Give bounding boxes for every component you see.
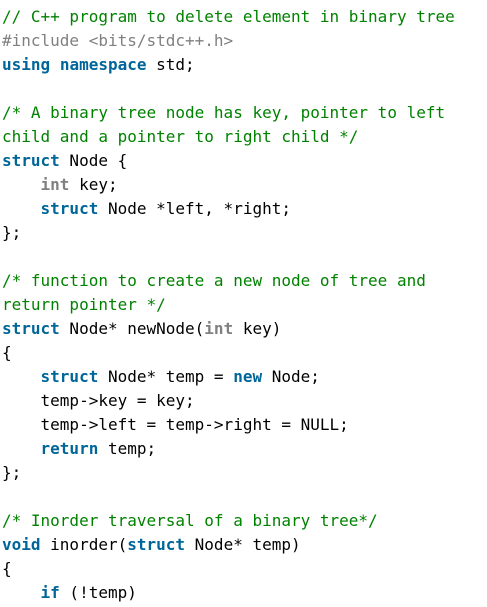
code-token-keyword: using: [2, 55, 51, 74]
code-line: [2, 245, 487, 269]
code-line: using namespace std;: [2, 53, 487, 77]
code-line: /* function to create a new node of tree…: [2, 269, 487, 293]
code-line: {: [2, 557, 487, 581]
code-token-preprocessor: #include <bits/stdc++.h>: [2, 31, 234, 50]
code-line: {: [2, 341, 487, 365]
code-token-comment: child and a pointer to right child */: [2, 127, 359, 146]
code-line: // C++ program to delete element in bina…: [2, 5, 487, 29]
code-token-plain: [50, 55, 60, 74]
code-line: struct Node *left, *right;: [2, 197, 487, 221]
code-token-keyword: void: [2, 535, 41, 554]
code-token-plain: std;: [146, 55, 195, 74]
code-token-plain: [2, 175, 41, 194]
code-line: };: [2, 221, 487, 245]
code-line: return temp;: [2, 437, 487, 461]
code-line: struct Node* newNode(int key): [2, 317, 487, 341]
code-token-plain: Node* newNode(: [59, 319, 205, 338]
code-token-plain: temp->key = key;: [2, 391, 195, 410]
code-token-plain: Node;: [262, 367, 320, 386]
code-line: /* A binary tree node has key, pointer t…: [2, 101, 487, 125]
code-token-keyword: struct: [2, 319, 60, 338]
code-token-plain: Node* temp =: [98, 367, 234, 386]
code-token-keyword: namespace: [59, 55, 147, 74]
code-token-keyword: new: [233, 367, 263, 386]
code-token-plain: };: [2, 463, 22, 482]
code-token-type: int: [204, 319, 234, 338]
code-line: if (!temp): [2, 581, 487, 605]
code-line: temp->left = temp->right = NULL;: [2, 413, 487, 437]
code-line: [2, 485, 487, 509]
code-token-keyword: struct: [40, 199, 99, 218]
code-token-comment: return pointer */: [2, 295, 166, 314]
code-token-keyword: struct: [40, 367, 99, 386]
code-token-comment: /* Inorder traversal of a binary tree*/: [2, 511, 378, 530]
code-line: int key;: [2, 173, 487, 197]
code-line: child and a pointer to right child */: [2, 125, 487, 149]
code-token-plain: (!temp): [59, 583, 137, 602]
code-token-keyword: if: [40, 583, 60, 602]
code-line: #include <bits/stdc++.h>: [2, 29, 487, 53]
code-line: return pointer */: [2, 293, 487, 317]
code-token-comment: // C++ program to delete element in bina…: [2, 7, 455, 26]
code-token-comment: /* function to create a new node of tree…: [2, 271, 426, 290]
code-token-plain: Node {: [59, 151, 128, 170]
code-token-plain: key): [233, 319, 282, 338]
code-line: /* Inorder traversal of a binary tree*/: [2, 509, 487, 533]
code-token-plain: };: [2, 223, 22, 242]
code-token-keyword: struct: [2, 151, 60, 170]
code-token-plain: {: [2, 559, 12, 578]
code-token-plain: [2, 583, 41, 602]
code-token-plain: Node *left, *right;: [98, 199, 291, 218]
code-line: struct Node* temp = new Node;: [2, 365, 487, 389]
code-token-plain: [2, 199, 41, 218]
code-token-plain: {: [2, 343, 12, 362]
code-line: [2, 77, 487, 101]
code-token-keyword: return: [40, 439, 99, 458]
code-token-plain: temp->left = temp->right = NULL;: [2, 415, 349, 434]
code-token-plain: temp;: [98, 439, 157, 458]
code-line: void inorder(struct Node* temp): [2, 533, 487, 557]
code-line: temp->key = key;: [2, 389, 487, 413]
code-token-plain: inorder(: [40, 535, 128, 554]
code-token-type: int: [40, 175, 70, 194]
code-token-plain: key;: [69, 175, 118, 194]
code-token-plain: [2, 367, 41, 386]
code-token-plain: Node* temp): [185, 535, 301, 554]
code-token-comment: /* A binary tree node has key, pointer t…: [2, 103, 446, 122]
code-line: };: [2, 461, 487, 485]
code-token-plain: [2, 439, 41, 458]
code-line: struct Node {: [2, 149, 487, 173]
code-token-keyword: struct: [127, 535, 186, 554]
